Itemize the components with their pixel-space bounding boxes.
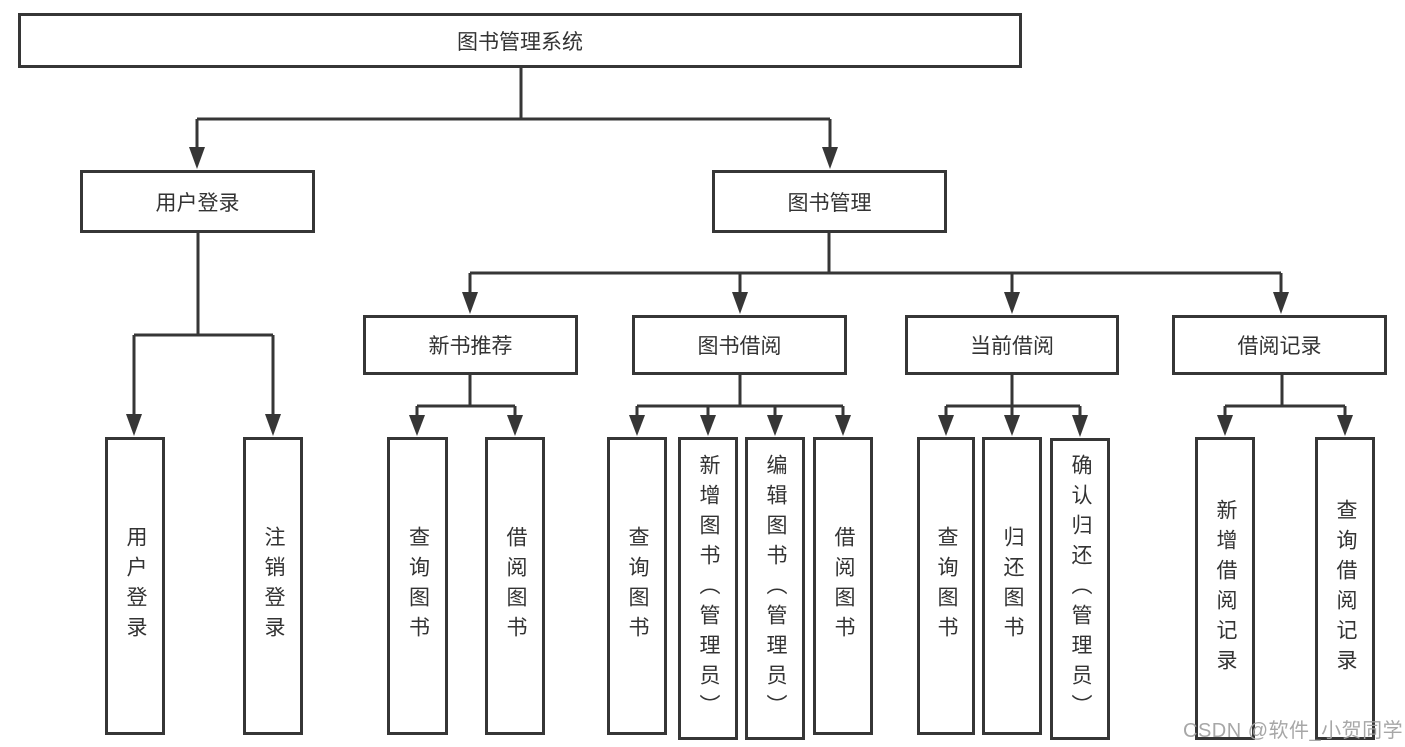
leaf-node-label: 用户登录 [124, 526, 147, 646]
leaf-node-label: 编辑图书（管理员） [764, 453, 787, 724]
leaf-node-borrow-book: 借阅图书 [813, 437, 873, 735]
leaf-node-add-borrow-record: 新增借阅记录 [1195, 437, 1255, 740]
branch-node-label: 用户登录 [155, 191, 240, 215]
section-node-new-book-recommend: 新书推荐 [363, 315, 578, 375]
section-node-label: 图书借阅 [697, 335, 782, 358]
section-node-label: 借阅记录 [1237, 335, 1322, 358]
leaf-node-label: 新增图书（管理员） [697, 453, 720, 724]
connector-login-to-leaves [126, 233, 281, 436]
leaf-node-query-book: 查询图书 [387, 437, 448, 735]
section-node-book-borrow: 图书借阅 [632, 315, 847, 375]
leaf-node-return-book: 归还图书 [982, 437, 1042, 735]
section-node-label: 新书推荐 [428, 335, 513, 358]
connector-current-to-leaves [938, 375, 1088, 437]
leaf-node-user-login: 用户登录 [105, 437, 165, 735]
csdn-watermark: CSDN @软件_小贺同学 [1183, 720, 1404, 742]
root-node-label: 图书管理系统 [457, 30, 583, 54]
leaf-node-label: 查询图书 [406, 526, 430, 646]
leaf-node-confirm-return-admin: 确认归还（管理员） [1050, 438, 1110, 740]
leaf-node-label: 新增借阅记录 [1214, 498, 1237, 679]
leaf-node-logout: 注销登录 [243, 437, 303, 735]
branch-node-book-management: 图书管理 [712, 170, 947, 233]
root-node-library-system: 图书管理系统 [18, 13, 1022, 68]
leaf-node-add-book-admin: 新增图书（管理员） [678, 437, 738, 740]
leaf-node-label: 查询图书 [935, 526, 958, 646]
connector-borrow-to-leaves [629, 375, 851, 436]
leaf-node-query-borrow-record: 查询借阅记录 [1315, 437, 1375, 740]
connector-root-to-level2 [189, 68, 838, 169]
leaf-node-label: 借阅图书 [504, 526, 527, 646]
connector-newbook-to-leaves [409, 375, 523, 436]
leaf-node-borrow-book: 借阅图书 [485, 437, 545, 735]
leaf-node-label: 借阅图书 [832, 526, 855, 646]
leaf-node-label: 查询借阅记录 [1334, 498, 1357, 679]
leaf-node-query-book: 查询图书 [917, 437, 975, 735]
leaf-node-label: 注销登录 [262, 526, 285, 646]
leaf-node-label: 查询图书 [626, 526, 649, 646]
leaf-node-edit-book-admin: 编辑图书（管理员） [745, 437, 805, 740]
branch-node-user-login: 用户登录 [80, 170, 315, 233]
section-node-borrow-record: 借阅记录 [1172, 315, 1387, 375]
section-node-label: 当前借阅 [970, 335, 1054, 358]
leaf-node-query-book: 查询图书 [607, 437, 667, 735]
leaf-node-label: 确认归还（管理员） [1069, 454, 1092, 724]
connector-mgmt-to-level3 [462, 233, 1289, 314]
leaf-node-label: 归还图书 [1001, 526, 1024, 646]
connector-record-to-leaves [1217, 375, 1353, 436]
section-node-current-borrow: 当前借阅 [905, 315, 1119, 375]
branch-node-label: 图书管理 [787, 191, 872, 215]
